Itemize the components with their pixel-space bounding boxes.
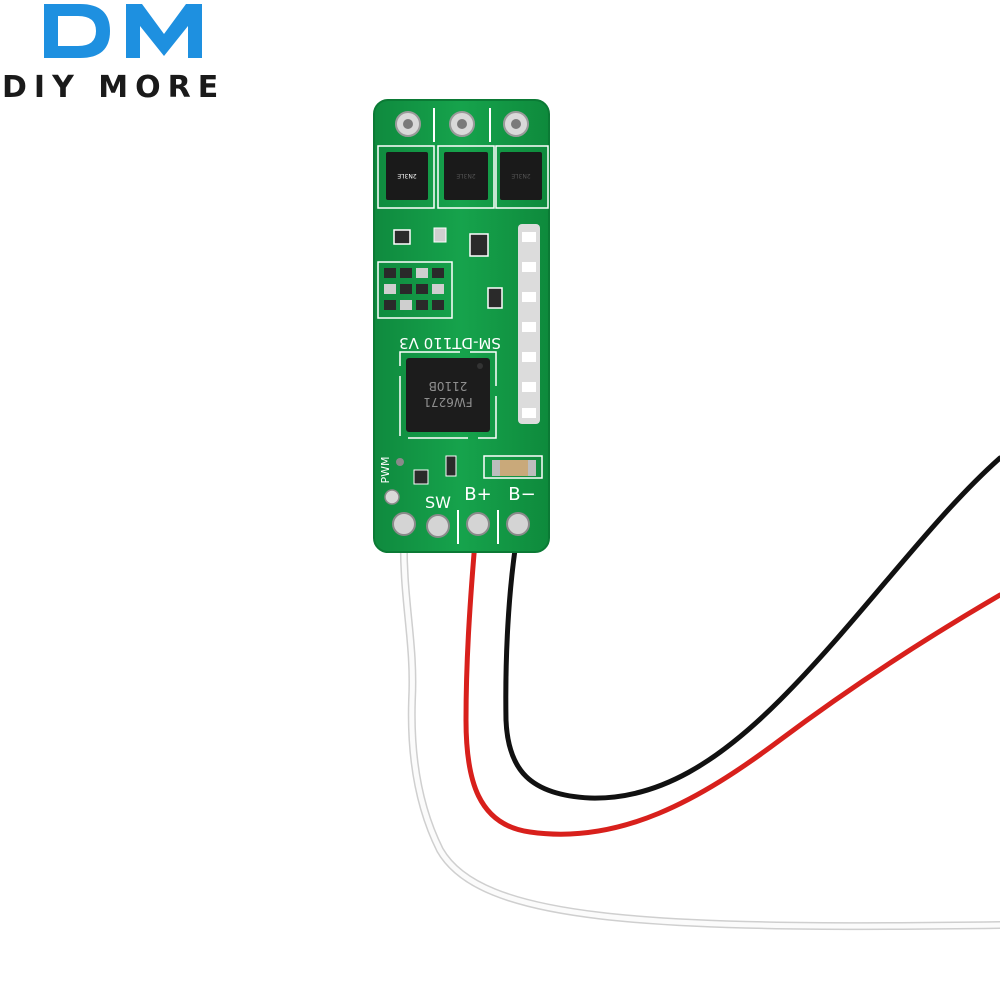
chip-part-number: FW6271 bbox=[423, 395, 472, 409]
pad-label-pwm: PWM bbox=[379, 456, 392, 483]
top-pads bbox=[395, 108, 529, 142]
edge-contacts bbox=[518, 224, 540, 424]
wires bbox=[399, 455, 1000, 931]
dm-logo-mark bbox=[44, 4, 202, 58]
wire-black bbox=[503, 455, 1000, 801]
bottom-solder-pads bbox=[384, 489, 530, 544]
pcb-board: 2N3LE 2N3LE 2N3LE bbox=[373, 99, 550, 553]
pad-label-b-plus: B+ bbox=[464, 484, 491, 505]
smd-components bbox=[377, 227, 543, 485]
mosfet-mark: 2N3LE bbox=[456, 172, 475, 179]
controller-chip: FW6271 2110B bbox=[399, 351, 497, 439]
chip-date-code: 2110B bbox=[429, 379, 468, 393]
brand-name: DIY MORE bbox=[2, 70, 226, 105]
wire-red bbox=[463, 527, 1000, 837]
pad-label-b-minus: B− bbox=[508, 484, 535, 505]
mosfet-mark: 2N3LE bbox=[397, 172, 416, 179]
pad-label-sw: SW bbox=[425, 493, 451, 512]
mosfet-mark: 2N3LE bbox=[511, 172, 530, 179]
mosfet-row: 2N3LE 2N3LE 2N3LE bbox=[377, 145, 549, 209]
diymore-logo: DIY MORE bbox=[0, 0, 260, 110]
wire-white bbox=[399, 526, 1000, 931]
board-model-label: SM-DT110 V3 bbox=[399, 334, 501, 352]
